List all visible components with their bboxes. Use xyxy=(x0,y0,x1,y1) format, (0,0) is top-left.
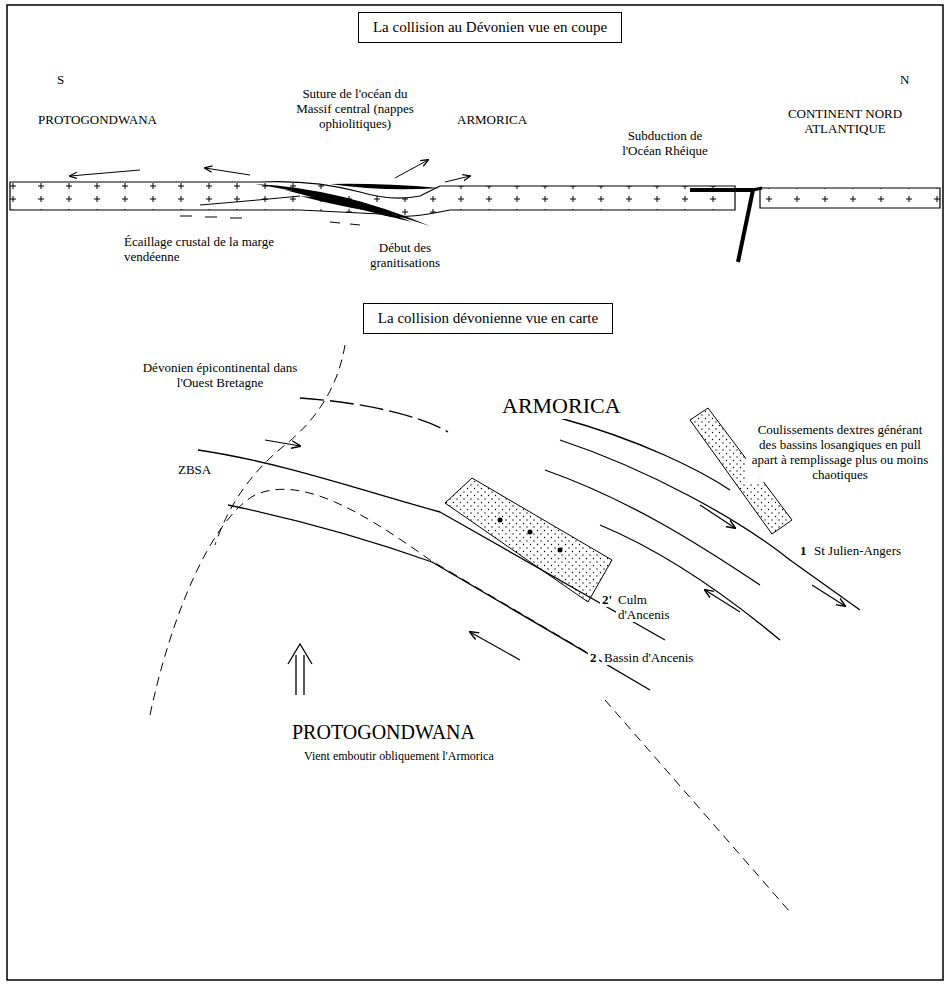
protogondwana-limit xyxy=(605,700,790,912)
conglomerate-dot xyxy=(558,548,563,553)
callout-number: 1 xyxy=(798,543,809,558)
dextral-arrow xyxy=(700,505,735,528)
map-label: PROTOGONDWANA xyxy=(290,720,477,744)
ophiolite-nappe xyxy=(285,190,412,222)
dextral-arrow xyxy=(812,585,845,606)
map-label: Vient emboutir obliquement l'Armorica xyxy=(302,749,496,764)
map-label: ZBSA xyxy=(176,462,213,477)
crust-band xyxy=(10,181,735,216)
conglomerate-dot xyxy=(528,530,533,535)
map-label: Suture de l'océan du Massif central (nap… xyxy=(283,86,427,131)
dextral-arrow xyxy=(705,590,740,612)
ophiolite-nappe xyxy=(255,184,430,226)
frame xyxy=(7,5,943,980)
callout-number: 2' xyxy=(600,592,614,607)
map-label: Écaillage crustal de la marge vendéenne xyxy=(122,234,326,264)
subducting-slab xyxy=(690,190,753,262)
fault xyxy=(300,398,448,432)
heading-text: La collision au Dévonien vue en coupe xyxy=(373,19,607,36)
crust-band xyxy=(760,188,940,208)
motion-arrow xyxy=(445,176,470,182)
map-label: ARMORICA xyxy=(500,393,623,419)
motion-arrow xyxy=(395,160,428,178)
map-label: CONTINENT NORD ATLANTIQUE xyxy=(768,106,922,136)
fault xyxy=(600,525,780,640)
convergence-arrow xyxy=(288,644,312,695)
thrust-dashes xyxy=(180,216,360,225)
map-label: N xyxy=(898,72,911,87)
map-label: Culm d'Ancenis xyxy=(616,592,682,622)
map-label: S xyxy=(55,72,66,87)
dextral-arrow xyxy=(470,632,520,660)
subducting-slab xyxy=(753,188,762,190)
motion-arrow xyxy=(205,168,250,175)
heading-box: La collision au Dévonien vue en coupe xyxy=(358,12,622,43)
map-label: Début des granitisations xyxy=(348,240,462,270)
ophiolite-nappe xyxy=(330,184,440,190)
pull-apart-basin xyxy=(445,478,612,602)
map-label: St Julien-Angers xyxy=(812,543,903,558)
callout-number: 2 xyxy=(588,650,599,665)
map-label: Coulissements dextres générant des bassi… xyxy=(746,422,935,482)
ophiolite-nappe xyxy=(300,196,395,214)
map-label: Bassin d'Ancenis xyxy=(602,650,695,665)
map-label: ARMORICA xyxy=(455,112,529,127)
thrust-line xyxy=(200,196,300,205)
heading-box: La collision dévonienne vue en carte xyxy=(363,303,613,334)
fault xyxy=(198,450,665,640)
conglomerate-dot xyxy=(498,518,503,523)
map-label: Dévonien épicontinental dans l'Ouest Bre… xyxy=(128,360,312,390)
motion-arrow xyxy=(70,170,140,176)
map-label: PROTOGONDWANA xyxy=(36,112,159,127)
map-label: Subduction de l'Océan Rhéique xyxy=(618,128,712,158)
dextral-arrow xyxy=(265,440,300,446)
heading-text: La collision dévonienne vue en carte xyxy=(378,310,598,327)
